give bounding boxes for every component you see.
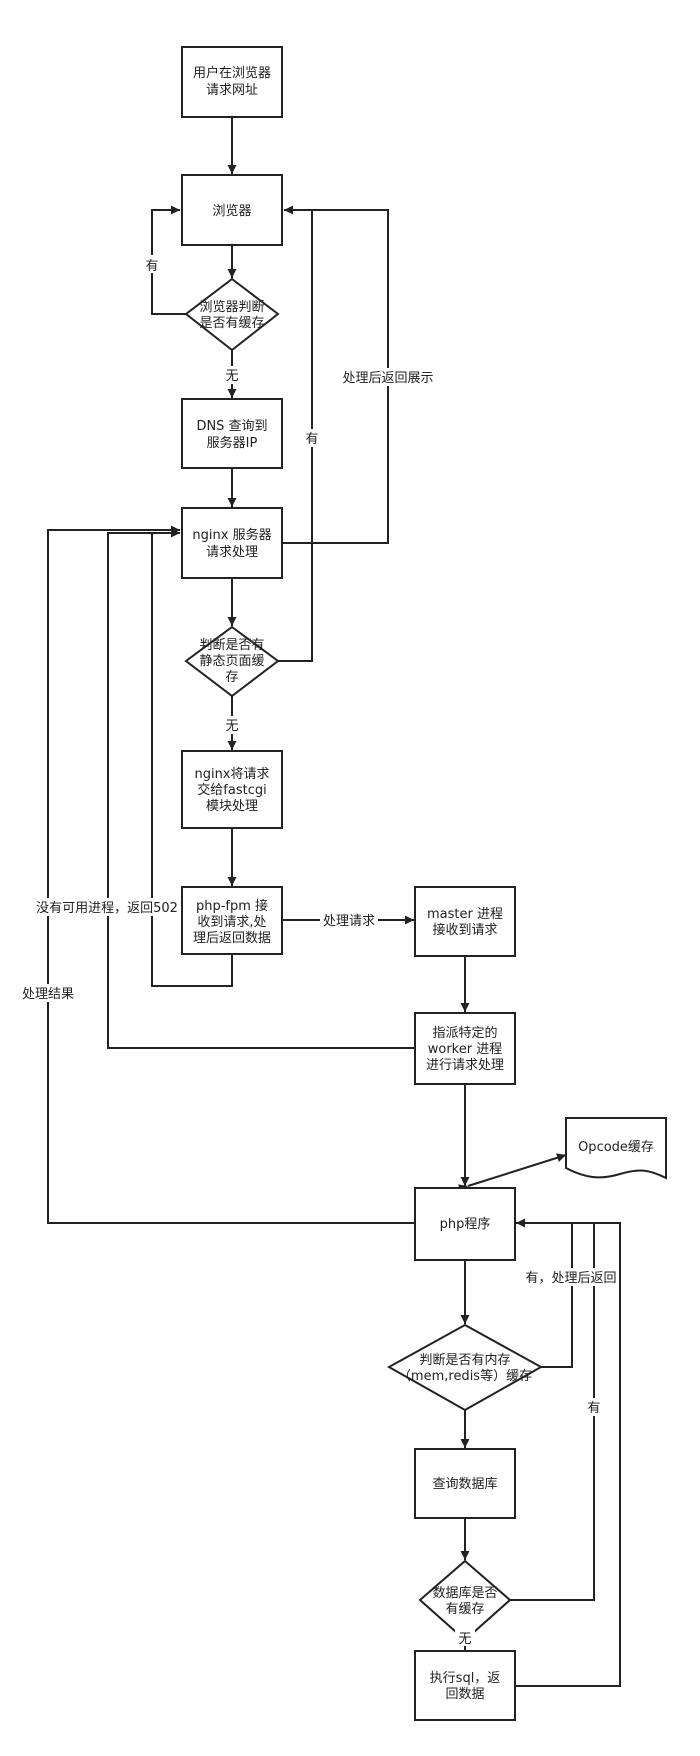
node-browser-line-1: 浏览器 <box>212 203 251 219</box>
node-user-request: 用户在浏览器 请求网址 <box>181 46 283 118</box>
node-php-fpm-line-2: 收到请求,处 <box>197 915 266 930</box>
node-master-process: master 进程 接收到请求 <box>414 886 516 957</box>
node-nginx-server: nginx 服务器 请求处理 <box>181 507 283 579</box>
node-dns-query: DNS 查询到 服务器IP <box>181 398 283 469</box>
label-process-request: 处理请求 <box>323 914 375 929</box>
label-no-process-502: 没有可用进程，返回502 <box>36 901 178 916</box>
label-db-cache-no: 无 <box>458 1632 471 1647</box>
label-static-cache-no: 无 <box>225 719 238 734</box>
node-query-database-line-1: 查询数据库 <box>432 1476 497 1492</box>
node-exec-sql: 执行sql，返 回数据 <box>414 1650 516 1721</box>
node-query-database: 查询数据库 <box>414 1448 516 1519</box>
label-db-cache-yes: 有 <box>587 1401 600 1416</box>
edge-process-result <box>47 525 414 1224</box>
edge-no-process-502 <box>107 532 414 1049</box>
edge-php-to-opcode <box>458 1153 567 1194</box>
node-worker-process: 指派特定的 worker 进程 进行请求处理 <box>414 1012 516 1085</box>
node-php-fpm-line-1: php-fpm 接 <box>196 898 268 914</box>
node-worker-process-line-2: worker 进程 <box>428 1042 502 1057</box>
label-browser-cache-yes: 有 <box>145 259 158 274</box>
node-worker-process-line-1: 指派特定的 <box>432 1025 497 1041</box>
node-db-cache-check-line-2: 有缓存 <box>445 1602 484 1617</box>
node-static-cache-check: 判断是否有 静态页面缓 存 <box>184 625 280 698</box>
node-nginx-server-line-2: 请求处理 <box>206 545 258 560</box>
node-memory-cache-check-line-1: 判断是否有内存 <box>419 1352 510 1368</box>
node-php-program-line-1: php程序 <box>440 1217 491 1232</box>
edge-mem-cache-yes <box>516 1218 573 1368</box>
label-return-display: 处理后返回展示 <box>342 371 433 386</box>
node-php-fpm: php-fpm 接 收到请求,处 理后返回数据 <box>181 886 283 955</box>
edge-labels: 有 无 有 处理后返回展示 无 没有可用进程，返回502 处理请求 处理结果 有… <box>20 255 618 1647</box>
node-exec-sql-line-1: 执行sql，返 <box>430 1671 501 1686</box>
node-nginx-fastcgi: nginx将请求 交给fastcgi 模块处理 <box>181 750 283 829</box>
node-opcode-cache-line-1: Opcode缓存 <box>578 1140 654 1155</box>
edge-phpfpm-loop <box>151 528 233 987</box>
label-process-result: 处理结果 <box>22 987 74 1002</box>
node-exec-sql-line-2: 回数据 <box>445 1687 484 1702</box>
node-static-cache-check-line-3: 存 <box>225 670 238 685</box>
node-db-cache-check: 数据库是否 有缓存 <box>418 1559 512 1642</box>
node-dns-query-line-1: DNS 查询到 <box>196 419 267 434</box>
node-dns-query-line-2: 服务器IP <box>207 435 258 451</box>
node-browser-cache-check: 浏览器判断 是否有缓存 <box>184 277 280 352</box>
node-user-request-line-2: 请求网址 <box>206 83 258 98</box>
node-worker-process-line-3: 进行请求处理 <box>426 1058 504 1073</box>
node-master-process-line-1: master 进程 <box>427 907 503 922</box>
node-nginx-fastcgi-line-3: 模块处理 <box>206 799 258 814</box>
node-opcode-cache: Opcode缓存 <box>565 1117 667 1180</box>
edge-exec-sql-return <box>516 1222 621 1687</box>
node-nginx-server-line-1: nginx 服务器 <box>192 527 271 543</box>
node-php-fpm-line-3: 理后返回数据 <box>193 931 271 946</box>
node-master-process-line-2: 接收到请求 <box>432 922 497 938</box>
nodes: 用户在浏览器 请求网址 浏览器 浏览器判断 是否有缓存 DNS 查询到 服务器I… <box>181 46 667 1721</box>
node-static-cache-check-line-2: 静态页面缓 <box>199 654 264 669</box>
node-user-request-line-1: 用户在浏览器 <box>193 65 271 81</box>
node-browser-cache-check-line-1: 浏览器判断 <box>199 299 264 315</box>
node-php-program: php程序 <box>414 1187 516 1261</box>
node-memory-cache-check-line-2: （mem,redis等）缓存 <box>398 1368 532 1384</box>
node-static-cache-check-line-1: 判断是否有 <box>199 638 264 653</box>
node-nginx-fastcgi-line-1: nginx将请求 <box>194 767 269 782</box>
label-browser-cache-no: 无 <box>225 369 238 384</box>
label-mem-cache-yes: 有，处理后返回 <box>525 1271 616 1286</box>
node-browser: 浏览器 <box>181 174 283 246</box>
node-nginx-fastcgi-line-2: 交给fastcgi <box>197 782 266 798</box>
node-browser-cache-check-line-2: 是否有缓存 <box>199 316 264 331</box>
label-static-cache-yes: 有 <box>305 432 318 447</box>
node-db-cache-check-line-1: 数据库是否 <box>432 1585 497 1601</box>
node-memory-cache-check: 判断是否有内存 （mem,redis等）缓存 <box>386 1323 544 1412</box>
